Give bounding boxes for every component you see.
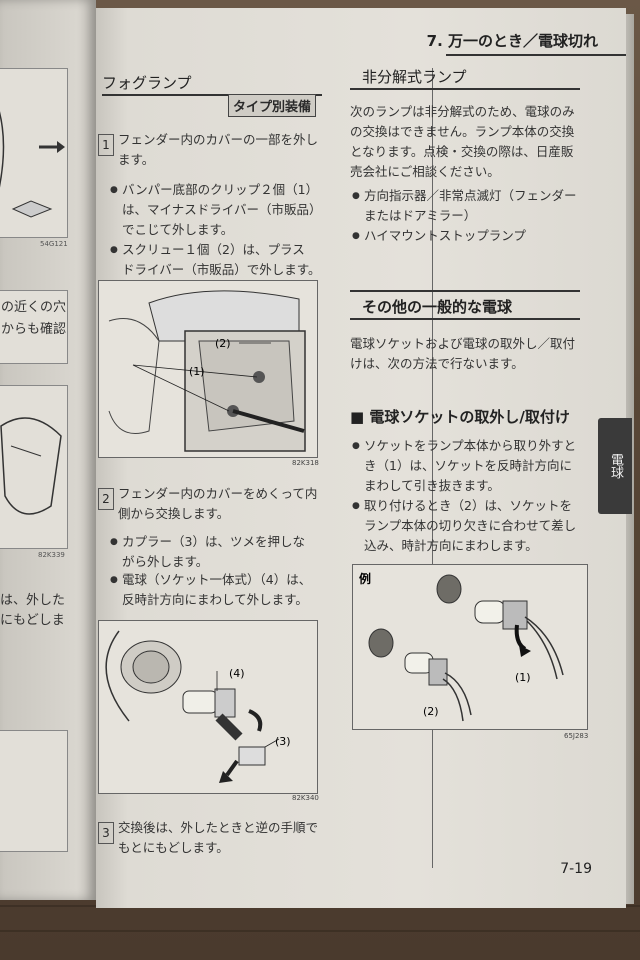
socket-figure-label-2: (2) bbox=[423, 705, 439, 718]
left-fragment-line: にもどしま bbox=[0, 613, 65, 628]
bullet-line: ドライバー（市販品）で外します。 bbox=[122, 262, 321, 277]
bullet-line: バンパー底部のクリップ２個（1） bbox=[122, 182, 319, 197]
bullet-line: ソケットをランプ本体から取り外すと bbox=[364, 438, 577, 453]
socket-figure-label-1: (1) bbox=[515, 671, 531, 684]
step-3-line: 交換後は、外したときと逆の手順で bbox=[118, 820, 319, 835]
nonsplit-line: 次のランプは非分解式のため、電球のみ bbox=[350, 104, 575, 119]
left-fragment-line: の近くの穴 bbox=[1, 300, 67, 315]
type-badge: タイプ別装備 bbox=[228, 94, 317, 117]
fog-figure-2-drawing: (4) (3) bbox=[105, 630, 291, 783]
left-fragment-line: からも確認 bbox=[1, 322, 67, 337]
nonsplit-section-title: 非分解式ランプ bbox=[362, 68, 467, 86]
step-1-line: ます。 bbox=[118, 152, 155, 167]
general-top-rule bbox=[350, 290, 580, 292]
bullet-line: がら外します。 bbox=[122, 554, 209, 569]
step-3-line: もとにもどします。 bbox=[118, 840, 229, 855]
left-figure-2-code: 82K339 bbox=[38, 551, 65, 559]
bullet-line: 取り付けるとき（2）は、ソケットを bbox=[364, 498, 572, 513]
step-3-number: 3 bbox=[98, 822, 114, 844]
fog-figure-2-label-4: (4) bbox=[229, 667, 245, 680]
bullet-line: 電球（ソケット一体式）（4）は、 bbox=[122, 572, 312, 587]
bullet-line: カプラー（3）は、ツメを押しな bbox=[122, 534, 305, 549]
step-1-bullet-2: スクリュー１個（2）は、プラス ドライバー（市販品）で外します。 bbox=[110, 240, 321, 280]
fog-title-rule bbox=[102, 94, 322, 96]
fog-figure-2-code: 82K340 bbox=[292, 794, 319, 802]
chapter-title: 7. 万一のとき／電球切れ bbox=[426, 32, 598, 50]
chapter-rule bbox=[446, 54, 626, 56]
socket-subheading: ■ 電球ソケットの取外し/取付け bbox=[350, 408, 570, 426]
step-2-bullet-2: 電球（ソケット一体式）（4）は、 反時計方向にまわして外します。 bbox=[110, 570, 312, 610]
right-page: 7. 万一のとき／電球切れ フォグランプ タイプ別装備 1 フェンダー内のカバー… bbox=[96, 8, 626, 908]
nonsplit-line: の交換はできません。ランプ本体の交換 bbox=[350, 124, 575, 139]
nonsplit-line: となります。点検・交換の際は、日産販 bbox=[350, 144, 574, 159]
bullet-line: 込み、時計方向にまわします。 bbox=[364, 538, 538, 553]
nonsplit-title-rule bbox=[350, 88, 580, 90]
left-text-box: の近くの穴 からも確認 bbox=[0, 290, 68, 364]
page-number: 7-19 bbox=[560, 861, 592, 877]
socket-figure-code: 65J283 bbox=[564, 732, 589, 740]
general-line: けは、次の方法で行ないます。 bbox=[350, 356, 524, 371]
general-line: 電球ソケットおよび電球の取外し／取付 bbox=[350, 336, 576, 351]
bullet-line: は、マイナスドライバー（市販品） bbox=[122, 202, 322, 217]
left-fragment-line: は、外した bbox=[0, 593, 66, 608]
general-section-title: その他の一般的な電球 bbox=[362, 298, 513, 316]
bullet-line: スクリュー１個（2）は、プラス bbox=[122, 242, 305, 257]
step-2-line: 側から交換します。 bbox=[118, 506, 230, 521]
general-title-rule bbox=[350, 318, 580, 320]
step-2-bullet-1: カプラー（3）は、ツメを押しな がら外します。 bbox=[110, 532, 305, 572]
socket-figure-drawing: 例 (1) (2) bbox=[359, 571, 564, 722]
step-2-line: フェンダー内のカバーをめくって内 bbox=[118, 486, 318, 501]
step-1-bullet-1: バンパー底部のクリップ２個（1） は、マイナスドライバー（市販品） でこじて外し… bbox=[110, 180, 322, 240]
bullet-line: ランプ本体の切り欠きに合わせて差し bbox=[364, 518, 577, 533]
chapter-side-tab: 電球 bbox=[598, 418, 632, 514]
bullet-line: き（1）は、ソケットを反時計方向に bbox=[364, 458, 572, 473]
fog-figure-2-label-3: (3) bbox=[275, 735, 291, 748]
left-figure-2 bbox=[0, 385, 68, 549]
left-figure-1-code: 54G121 bbox=[40, 240, 68, 248]
fog-figure-1-drawing: (2) (1) bbox=[108, 290, 306, 452]
nonsplit-line: 売会社にご相談ください。 bbox=[350, 164, 500, 179]
step-1-number: 1 bbox=[98, 134, 114, 156]
bullet-line: 反時計方向にまわして外します。 bbox=[122, 592, 308, 607]
step-2-number: 2 bbox=[98, 488, 114, 510]
left-figure-3 bbox=[0, 730, 68, 852]
fog-section-title: フォグランプ bbox=[102, 74, 192, 92]
left-figure-1 bbox=[0, 68, 68, 238]
socket-bullet-1: ソケットをランプ本体から取り外すと き（1）は、ソケットを反時計方向に まわして… bbox=[352, 436, 577, 496]
fog-figure-1: (2) (1) bbox=[98, 280, 318, 458]
fog-figure-1-code: 82K318 bbox=[292, 459, 319, 467]
nonsplit-bullet-2: ハイマウントストップランプ bbox=[352, 226, 526, 246]
left-figure-1-drawing bbox=[0, 111, 65, 218]
bullet-line: 方向指示器／非常点滅灯（フェンダー bbox=[364, 188, 577, 203]
fog-figure-1-label-1: (1) bbox=[189, 365, 205, 378]
step-1-line: フェンダー内のカバーの一部を外し bbox=[118, 132, 319, 147]
fog-figure-2: (4) (3) bbox=[98, 620, 318, 794]
bullet-line: またはドアミラー） bbox=[364, 208, 477, 223]
socket-bullet-2: 取り付けるとき（2）は、ソケットを ランプ本体の切り欠きに合わせて差し 込み、時… bbox=[352, 496, 577, 556]
left-figure-2-drawing bbox=[0, 417, 62, 515]
nonsplit-bullet-1: 方向指示器／非常点滅灯（フェンダー またはドアミラー） bbox=[352, 186, 577, 226]
bullet-line: ハイマウントストップランプ bbox=[364, 228, 526, 243]
bullet-line: まわして引き抜きます。 bbox=[364, 478, 500, 493]
socket-figure-title: 例 bbox=[359, 571, 371, 586]
fog-figure-1-label-2: (2) bbox=[215, 337, 231, 350]
socket-figure: 例 (1) (2) bbox=[352, 564, 588, 730]
left-page: 54G121 の近くの穴 からも確認 82K339 は、外した にもどしま bbox=[0, 0, 96, 900]
bullet-line: でこじて外します。 bbox=[122, 222, 234, 237]
